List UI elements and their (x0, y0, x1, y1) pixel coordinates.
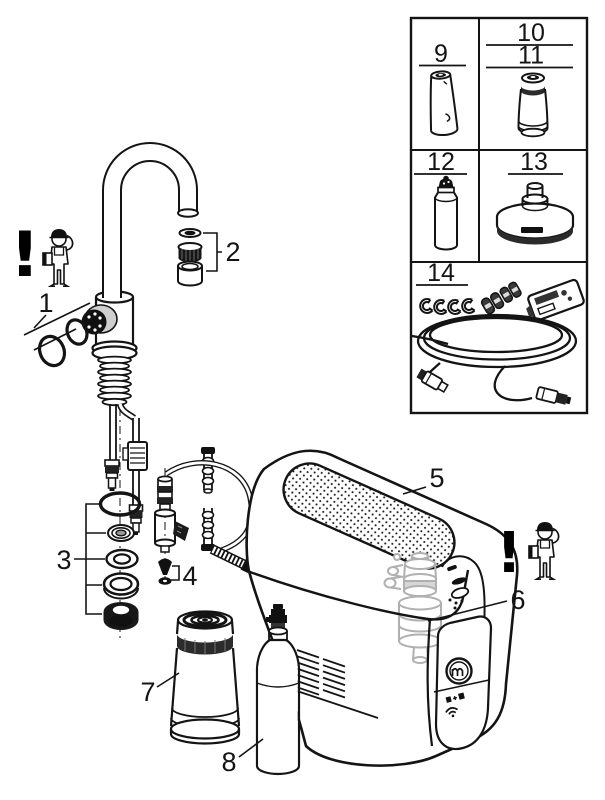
callout-8: 8 (221, 747, 236, 777)
part-number-9: 9 (434, 40, 448, 68)
cell-14: 14 (411, 259, 585, 405)
hose-clip (127, 441, 148, 471)
coiled-hose-icon (411, 313, 578, 405)
spout-outlet (177, 208, 199, 218)
bottle-size-badge-icon (445, 692, 465, 703)
faucet-control-knob (81, 309, 107, 335)
filter-cartridge (169, 610, 241, 745)
part-number-11: 11 (518, 42, 544, 70)
installer-warning-right: ! (496, 521, 560, 586)
filter-cartridge-small-icon (429, 70, 459, 137)
callout-1: 1 (38, 288, 53, 318)
filter-cartridge-large-icon (517, 72, 549, 138)
control-panel (433, 615, 493, 751)
valve-o-rings (37, 318, 89, 368)
base-flange-and-shank (91, 340, 138, 407)
supply-tubes (104, 402, 148, 535)
callout-6: 6 (510, 585, 525, 615)
faucet-spout (102, 142, 199, 298)
mounting-bracket-icon (526, 278, 585, 322)
cooler-base-edge (293, 689, 379, 719)
leader-8 (238, 738, 264, 758)
leader-6 (427, 600, 508, 622)
wifi-icon (445, 707, 459, 718)
exclamation-mark: ! (10, 219, 41, 291)
cell-12: 12 (414, 148, 467, 251)
part-number-12: 12 (427, 148, 455, 176)
indicator-dots-icon (448, 598, 464, 610)
exclamation-mark: ! (496, 521, 522, 586)
knob-dots (87, 312, 102, 332)
callout-labels: 1 2 3 4 5 6 7 8 (23, 232, 526, 777)
hose-end-connector-right (535, 386, 572, 405)
cooler-front-top-edge (249, 569, 470, 621)
cell-9: 9 (419, 40, 466, 137)
part-number-14: 14 (427, 259, 455, 287)
faucet-body (81, 290, 135, 346)
leader-7 (156, 672, 180, 688)
valve-side-port (173, 521, 189, 541)
filter-head-icon (495, 182, 575, 245)
indicator-cluster (441, 555, 486, 629)
leader-1 (23, 302, 91, 351)
shut-off-valve-assembly (154, 475, 189, 585)
installer-warning-left: ! (10, 219, 74, 291)
cell-13: 13 (495, 148, 575, 245)
leader-4 (171, 565, 180, 581)
vent-slats-icon (296, 649, 346, 699)
callout-4: 4 (182, 561, 197, 591)
cooler-unit (245, 449, 519, 767)
indicator-slot-icon (447, 564, 457, 572)
leader-5 (402, 486, 427, 495)
leader-3 (74, 503, 106, 615)
co2-cartridge-icon (434, 175, 458, 251)
installer-attention-icon (528, 521, 560, 581)
callout-3: 3 (56, 545, 71, 575)
callout-7: 7 (140, 677, 155, 707)
check-valve-cone (158, 558, 172, 575)
mounting-washer-stack (98, 491, 142, 630)
mousseur-assembly (177, 228, 203, 287)
braided-connection-hose (164, 460, 255, 574)
installer-attention-icon (42, 228, 74, 288)
leader-2 (203, 232, 222, 272)
faucet-assembly (37, 142, 255, 640)
part-number-13: 13 (520, 148, 548, 176)
cell-10-11: 10 11 (486, 19, 573, 138)
hose-end-connector-left (416, 368, 449, 394)
retaining-clips-icon (419, 298, 476, 315)
ghost-filter-head (383, 552, 442, 664)
co2-bottle (255, 604, 301, 776)
cooler-top-grille (282, 462, 456, 570)
hose-connector-nuts-icon (480, 281, 522, 315)
cooler-corner-edge (426, 618, 434, 747)
indicator-oval-outline-icon (450, 587, 470, 599)
brand-logo-icon (445, 657, 473, 685)
callout-2: 2 (225, 237, 240, 267)
part-number-10: 10 (517, 19, 545, 47)
callout-5: 5 (429, 463, 444, 493)
indicator-oval-dark-icon (451, 577, 467, 585)
indicator-panel-outline (441, 555, 486, 629)
spare-parts-panel: 9 10 11 (409, 16, 589, 415)
